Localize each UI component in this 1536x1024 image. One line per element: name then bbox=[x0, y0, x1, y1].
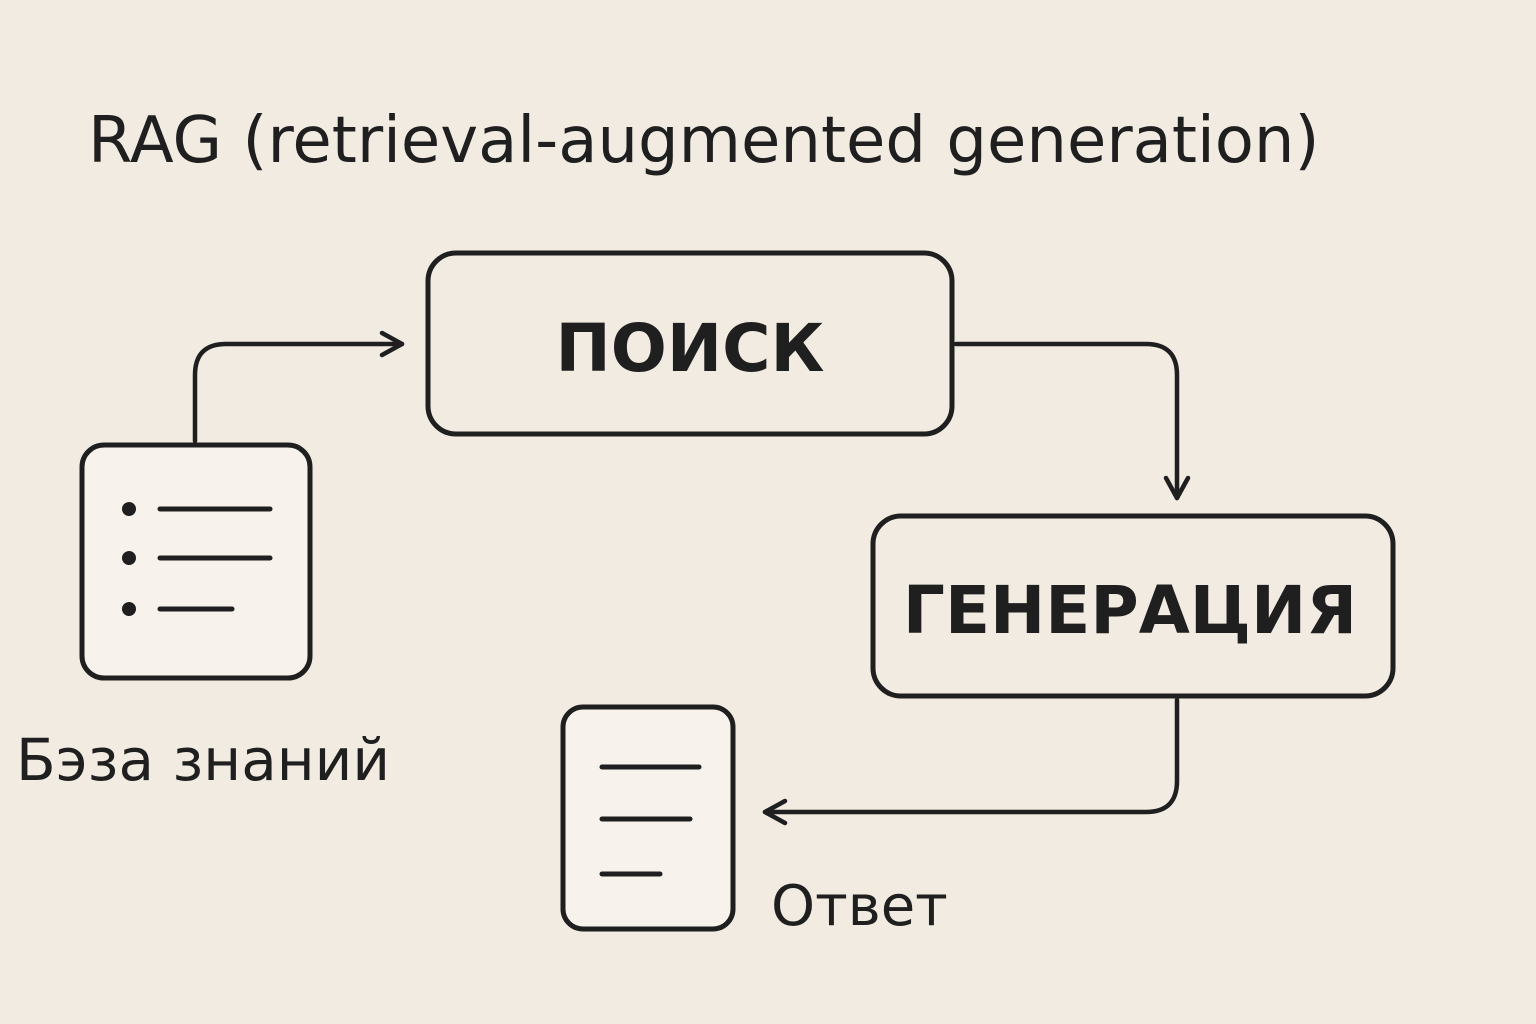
search-node-label: ПОИСК bbox=[556, 310, 825, 387]
generation-node-label: ГЕНЕРАЦИЯ bbox=[903, 572, 1357, 649]
knowledge-base-document-icon bbox=[79, 442, 313, 681]
answer-label: Ответ bbox=[771, 874, 948, 939]
arrow-generation-to-answer bbox=[762, 697, 1180, 826]
diagram-title: RAG (retrieval-augmented generation) bbox=[88, 104, 1319, 178]
arrow-search-to-generation bbox=[953, 341, 1191, 501]
search-node-box bbox=[425, 250, 955, 437]
arrow-knowledge-base-to-search bbox=[192, 330, 405, 444]
generation-node-box bbox=[870, 513, 1396, 699]
knowledge-base-label: Бэза знаний bbox=[16, 726, 390, 794]
answer-document-icon bbox=[560, 704, 736, 932]
